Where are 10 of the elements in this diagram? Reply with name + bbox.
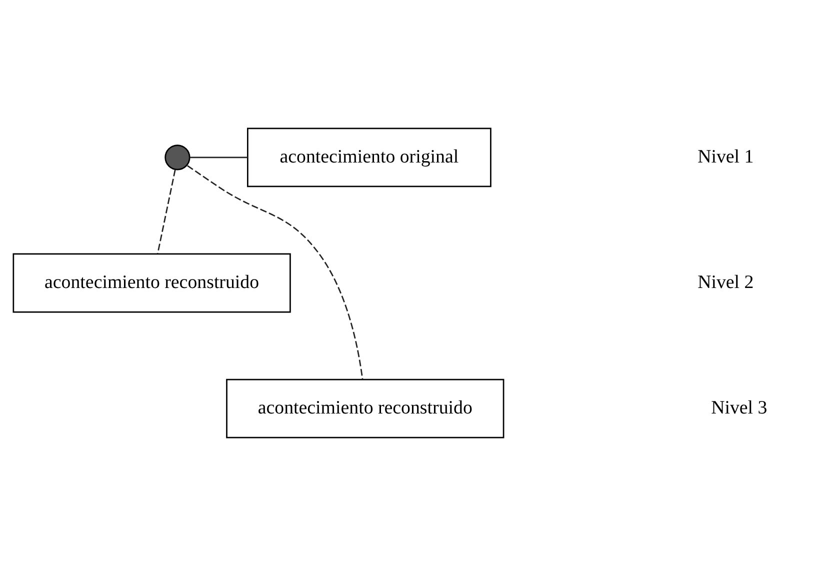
- node-box: acontecimiento original: [247, 128, 492, 188]
- label: Nivel 2: [698, 272, 754, 293]
- node-box: acontecimiento reconstruido: [226, 378, 504, 438]
- label: Nivel 3: [711, 398, 768, 419]
- connector: [187, 165, 364, 380]
- connector: [190, 156, 248, 158]
- connector: [157, 170, 176, 254]
- label: Nivel 1: [698, 146, 754, 168]
- node-circle: [164, 144, 190, 170]
- node-box: acontecimiento reconstruido: [12, 253, 291, 313]
